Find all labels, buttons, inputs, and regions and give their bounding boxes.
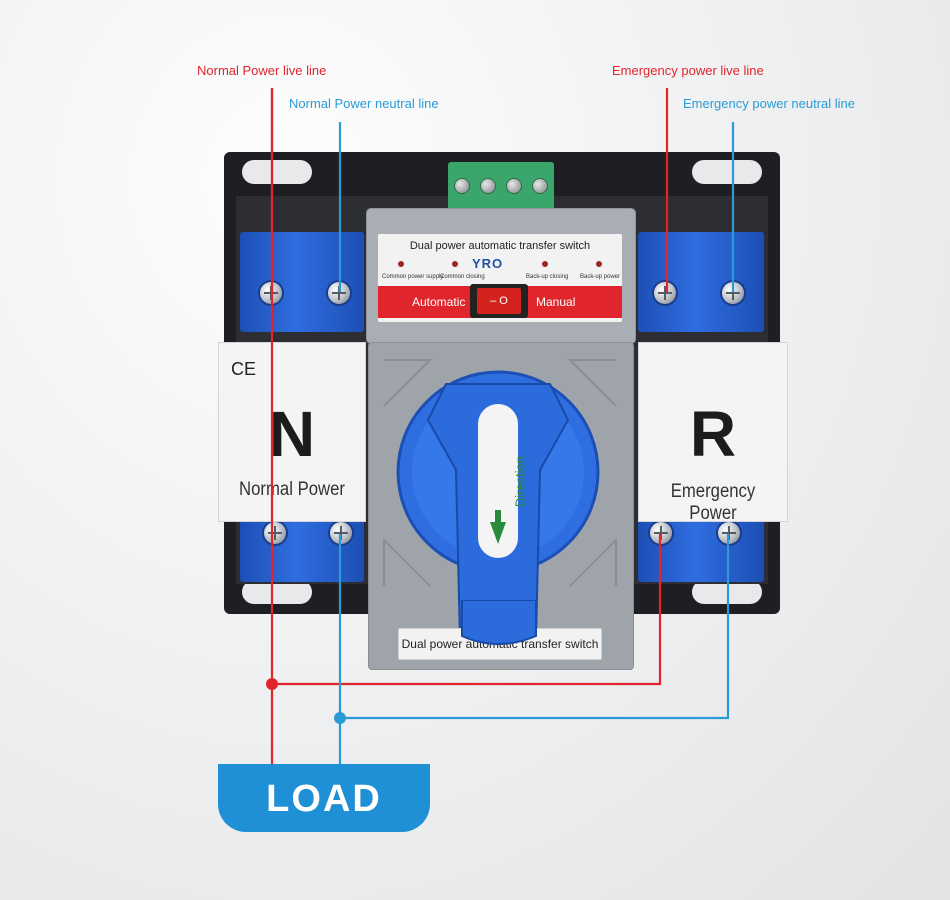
screw-icon [328,282,350,304]
normal-power-text: Normal Power [239,479,345,500]
brand-logo: YRO [472,256,504,271]
bracket-slot [242,160,312,184]
led-indicator [542,261,548,267]
panel-title: Dual power automatic transfer switch [409,240,591,252]
arrow-down-icon [490,522,506,544]
screw-icon [654,282,676,304]
handle-tail [461,600,537,645]
ce-mark: CE [231,359,257,379]
emergency-power-card: R Emergency Power [638,342,788,524]
normal-letter: N [268,398,316,470]
normal-bottom-terminal-block [240,518,364,582]
emergency-power-text: Emergency Power [670,481,756,524]
screw-icon [532,178,548,194]
emergency-top-terminal-block [638,232,764,332]
led-label: Common closing [440,274,485,280]
handle-direction-text: Direction [512,455,528,508]
emergency-neutral-return-wire [340,534,730,720]
screw-icon [718,522,740,544]
body-emboss [383,359,617,587]
neutral-junction-dot [334,712,346,724]
load-label: LOAD [266,778,382,820]
led-label: Common power supply [382,274,444,280]
screw-icon [650,522,672,544]
screw-icon [722,282,744,304]
control-panel-label: Dual power automatic transfer switch YRO… [378,234,622,322]
screw-icon [480,178,496,194]
bracket-slot [242,580,312,604]
emergency-neutral-line-label: Emergency power neutral line [683,96,855,111]
emergency-letter: R [689,398,737,470]
normal-power-card: CE N Normal Power [218,342,366,522]
led-indicator [452,261,458,267]
normal-neutral-line-label: Normal Power neutral line [289,96,439,111]
bracket-slot [692,160,762,184]
mode-rocker-switch[interactable]: – O [470,284,528,318]
led-label: Back-up closing [526,274,569,280]
screw-icon [454,178,470,194]
led-indicator [398,261,404,267]
led-indicator [596,261,602,267]
live-junction-dot [266,678,278,690]
normal-live-line-label: Normal Power live line [197,63,327,78]
screw-icon [264,522,286,544]
screw-icon [506,178,522,194]
manual-label: Manual [536,295,576,309]
automatic-label: Automatic [412,295,466,309]
emergency-live-return-wire [272,534,662,686]
load-box: LOAD [218,764,430,832]
normal-top-terminal-block [240,232,364,332]
rocker-face: – O [477,288,521,314]
led-label: Back-up power [580,274,621,280]
screw-icon [330,522,352,544]
emergency-live-line-label: Emergency power live line [612,63,764,78]
